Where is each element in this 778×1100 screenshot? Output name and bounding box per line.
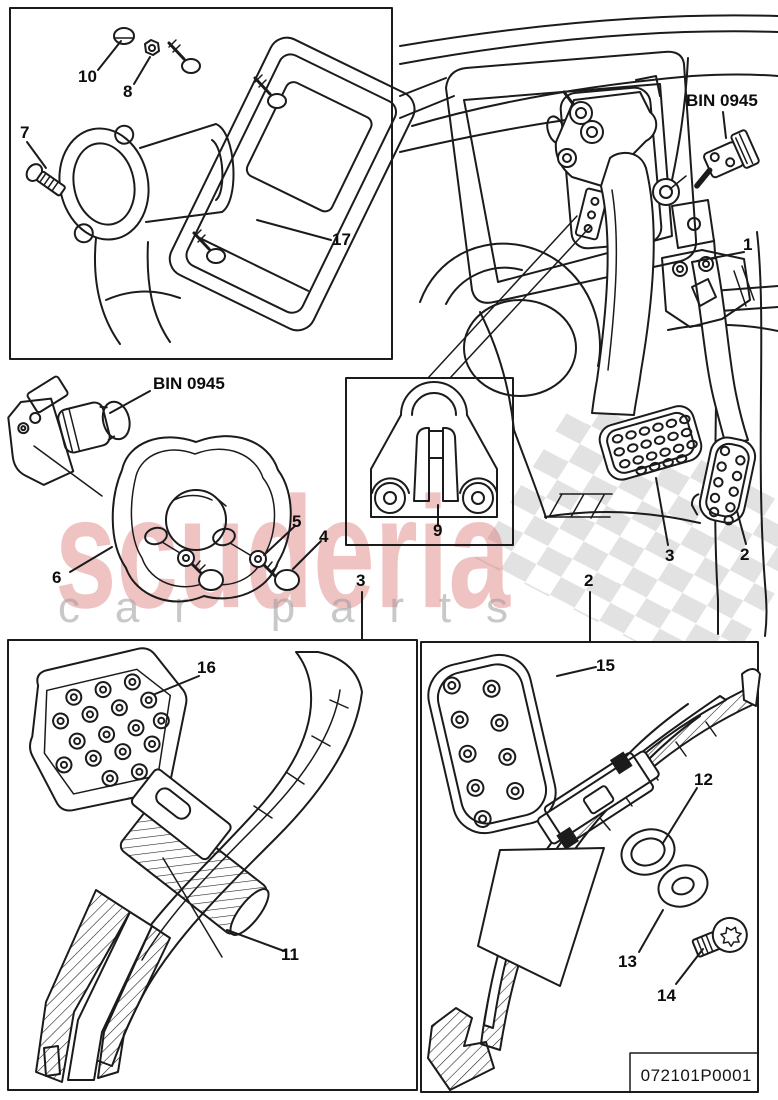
callout-10: 10	[78, 67, 97, 86]
callout-4: 4	[319, 527, 329, 546]
nut-8	[144, 39, 160, 56]
callout-16: 16	[197, 658, 216, 677]
brake-pedal-pad	[598, 405, 703, 481]
cap-10	[113, 27, 135, 45]
callout-leader-lines	[26, 40, 747, 985]
brake-pedal-detail-box	[7, 639, 418, 1091]
callout-9: 9	[433, 521, 443, 540]
accelerator-arm	[691, 257, 749, 447]
callout-6: 6	[52, 568, 62, 587]
clutch-housing-detail-box	[9, 7, 416, 360]
pedal-cover-16	[29, 647, 188, 812]
bin-label-mid: BIN 0945	[153, 374, 225, 393]
mounting-bracket-1	[661, 249, 755, 328]
main-installed-view	[399, 14, 778, 637]
accelerator-pedal-detail-box	[420, 641, 761, 1093]
callout-14: 14	[657, 986, 676, 1005]
callout-15: 15	[596, 656, 615, 675]
callout-13: 13	[618, 952, 637, 971]
callout-11: 11	[281, 945, 299, 964]
callout-5: 5	[292, 512, 302, 531]
clamp-bracket	[537, 750, 660, 850]
clip-detail-box-9	[345, 377, 514, 546]
detail-box-frame-9	[345, 377, 514, 546]
pedal-bracket	[554, 75, 661, 187]
torx-screw-14	[691, 916, 748, 958]
pivot-strip	[574, 187, 609, 241]
callout-1: 1	[743, 235, 753, 254]
drawing-number: 072101P0001	[640, 1066, 752, 1085]
switch-6-area	[7, 375, 131, 486]
callout-7: 7	[20, 123, 30, 142]
callout-12: 12	[694, 770, 713, 789]
brake-light-switch	[694, 129, 760, 189]
detail-box-frame	[9, 7, 393, 360]
bolt-7	[25, 163, 66, 197]
caps-4	[198, 569, 300, 591]
callout-8: 8	[123, 82, 133, 101]
callout-2-box: 2	[584, 571, 594, 590]
accelerator-pedal-pad	[690, 436, 757, 526]
brake-pedal-lever-11	[35, 651, 363, 1083]
pedal-cover-15	[427, 653, 557, 835]
bracket-screws	[167, 39, 287, 264]
washer-13	[657, 864, 709, 908]
drawing-number-cell	[629, 1052, 759, 1093]
callout-2-pedal: 2	[740, 545, 750, 564]
callout-3-box: 3	[356, 571, 366, 590]
support-bracket-17	[168, 36, 416, 332]
screws-5	[177, 549, 278, 579]
brake-pedal-arm	[591, 151, 655, 416]
callout-3-pedal: 3	[665, 546, 675, 565]
bin-label-top: BIN 0945	[686, 91, 758, 110]
switch-and-grommet-group	[7, 375, 300, 603]
callout-17: 17	[332, 230, 351, 249]
retaining-ring-12	[620, 828, 676, 876]
